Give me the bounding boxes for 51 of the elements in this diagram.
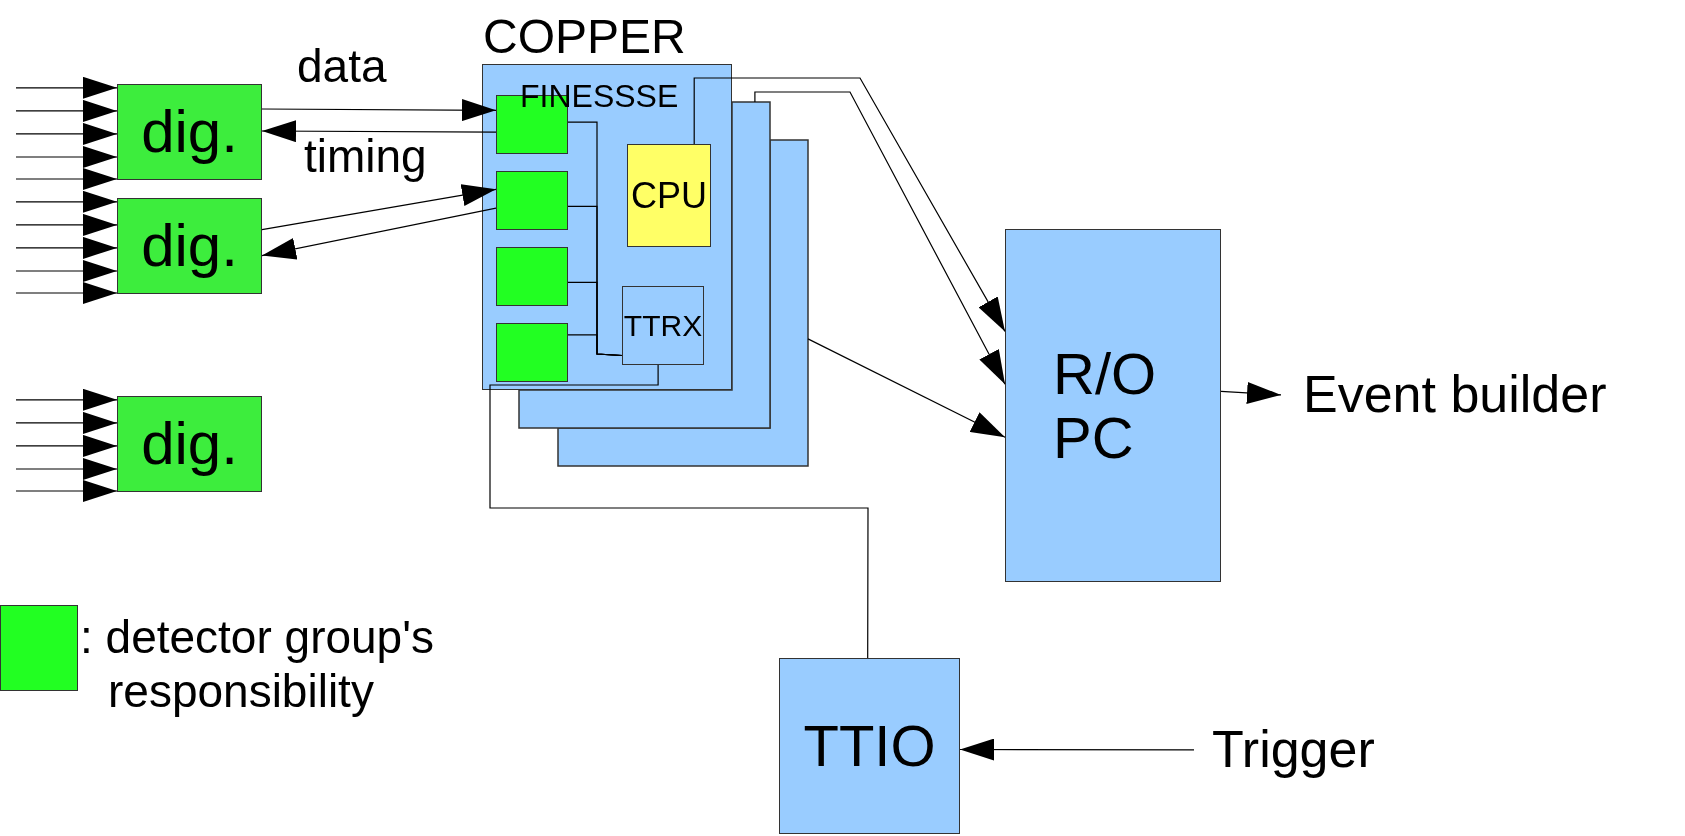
arrow bbox=[15, 168, 118, 190]
card-box bbox=[496, 171, 568, 230]
node-label: Trigger bbox=[1212, 720, 1375, 780]
arrow bbox=[807, 338, 1006, 438]
arrow bbox=[261, 182, 497, 231]
arrow bbox=[15, 411, 118, 434]
arrow bbox=[15, 282, 118, 304]
digitizer-box bbox=[117, 396, 262, 492]
arrow bbox=[15, 146, 118, 168]
connector-line bbox=[567, 334, 623, 357]
arrow bbox=[15, 213, 118, 236]
box-label: TTRX bbox=[623, 309, 703, 342]
box-label: TTIO bbox=[803, 714, 936, 778]
node-label: Event builder bbox=[1303, 365, 1607, 425]
arrow bbox=[15, 76, 118, 99]
board-title: COPPER bbox=[483, 11, 686, 64]
digitizer-box bbox=[117, 198, 262, 294]
arrow bbox=[693, 77, 1006, 332]
arrow bbox=[15, 458, 118, 480]
arrow bbox=[261, 207, 497, 262]
box-label: dig. bbox=[141, 411, 238, 477]
arrow bbox=[959, 738, 1195, 761]
arrow bbox=[754, 91, 1006, 385]
cpu-box bbox=[627, 144, 711, 247]
box-label: CPU bbox=[631, 175, 707, 216]
legend-label: : detector group's responsibility bbox=[80, 610, 435, 718]
board-box bbox=[557, 139, 809, 467]
card-box bbox=[496, 323, 568, 382]
connector-line bbox=[489, 364, 869, 659]
arrow bbox=[15, 260, 118, 282]
arrow bbox=[15, 480, 118, 502]
arrow bbox=[261, 120, 497, 143]
box-label: dig. bbox=[141, 213, 238, 279]
pc-box bbox=[1005, 229, 1221, 582]
card-label: FINESSSE bbox=[520, 78, 679, 115]
card-box bbox=[496, 247, 568, 306]
io-box bbox=[779, 658, 960, 834]
arrow bbox=[15, 236, 118, 259]
receiver-box bbox=[622, 286, 704, 365]
digitizer-box bbox=[117, 84, 262, 180]
arrow bbox=[15, 434, 118, 457]
box-label: R/O PC bbox=[1053, 341, 1158, 470]
edge-label: data bbox=[297, 42, 387, 90]
arrow bbox=[15, 122, 118, 145]
arrow bbox=[261, 99, 497, 122]
arrow bbox=[15, 388, 118, 411]
edge-label: timing bbox=[304, 132, 427, 180]
arrow bbox=[15, 99, 118, 122]
arrow bbox=[1220, 382, 1282, 405]
box-label: dig. bbox=[141, 99, 238, 165]
arrow bbox=[15, 190, 118, 213]
